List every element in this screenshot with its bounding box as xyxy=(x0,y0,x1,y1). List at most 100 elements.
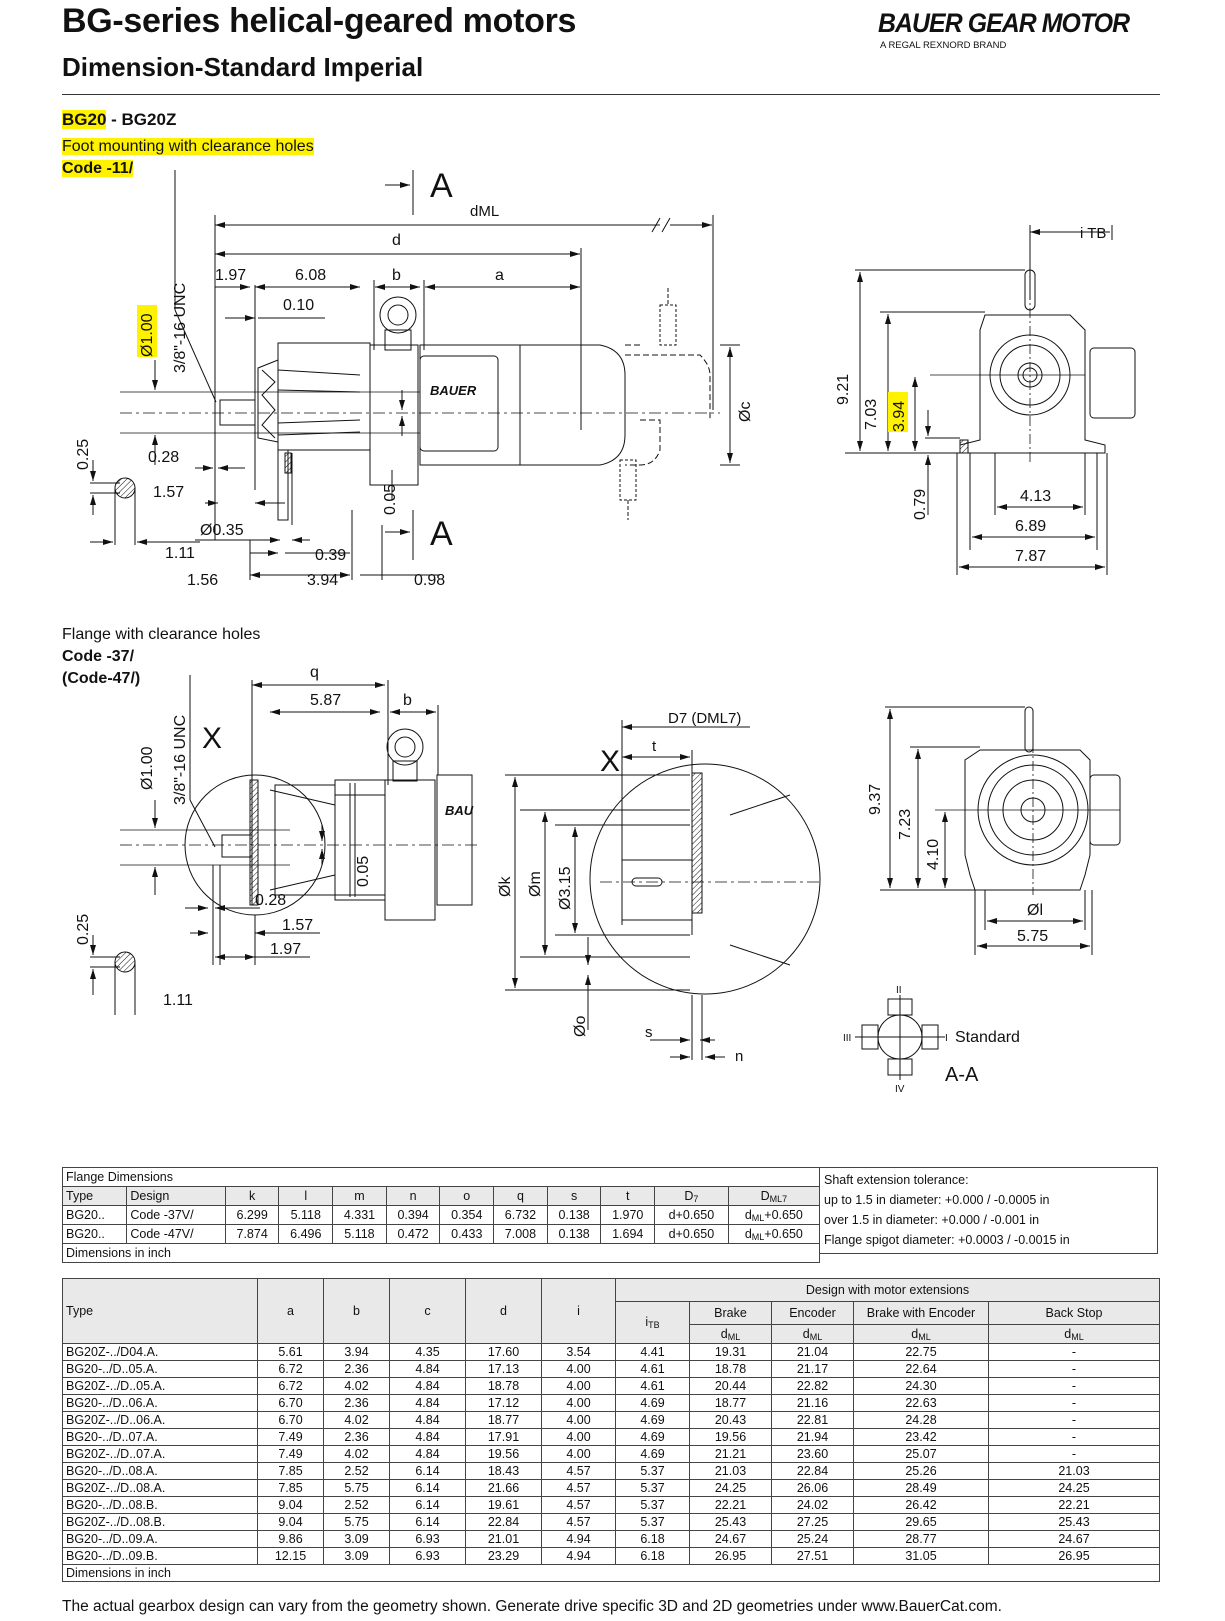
detail-x-marker: X xyxy=(202,722,222,755)
brand-logo: BAUER GEAR MOTOR xyxy=(878,8,1130,38)
brand-tagline: A REGAL REXNORD BRAND xyxy=(880,40,1007,51)
table-cell: 4.69 xyxy=(615,1411,690,1429)
table-cell: 0.138 xyxy=(546,1224,602,1244)
table-cell: BG20Z-../D..06.A. xyxy=(62,1411,258,1429)
foot-mount-code: Code -11/ xyxy=(62,160,134,177)
dims-table-note: Dimensions in inch xyxy=(62,1564,1160,1582)
table-cell: 24.25 xyxy=(988,1479,1160,1497)
flange-table-header: Type Design k l m n o q s t D7 DML7 xyxy=(61,1186,821,1206)
table-cell: 19.56 xyxy=(465,1445,542,1463)
flange-table-title: Flange Dimensions xyxy=(62,1167,820,1187)
table-cell: 4.57 xyxy=(541,1496,616,1514)
dim-1-11-flange: 1.11 xyxy=(163,992,193,1009)
table-cell: 4.00 xyxy=(541,1428,616,1446)
model-secondary: BG20Z xyxy=(121,110,177,129)
dim-4-10: 4.10 xyxy=(925,839,942,870)
table-cell: 7.85 xyxy=(257,1479,324,1497)
table-cell: 22.21 xyxy=(988,1496,1160,1514)
dim-1-97-flange: 1.97 xyxy=(270,941,301,958)
dim-m: Øm xyxy=(527,871,544,897)
table-cell: 5.37 xyxy=(615,1513,690,1531)
dim-9-21: 9.21 xyxy=(835,374,852,405)
table-cell: BG20-../D..08.B. xyxy=(62,1496,258,1514)
table-cell: 31.05 xyxy=(853,1547,989,1565)
position-standard-label: Standard xyxy=(955,1029,1020,1046)
dim-5-87: 5.87 xyxy=(310,692,341,709)
table-cell: - xyxy=(988,1360,1160,1378)
flange-table-note: Dimensions in inch xyxy=(62,1243,820,1263)
page-subtitle: Dimension-Standard Imperial xyxy=(62,52,424,82)
table-cell: 9.04 xyxy=(257,1496,324,1514)
dim-0-28: 0.28 xyxy=(148,449,179,466)
table-cell: 5.75 xyxy=(323,1479,390,1497)
table-cell: 6.299 xyxy=(224,1205,280,1225)
table-cell: 4.00 xyxy=(541,1360,616,1378)
table-cell: - xyxy=(988,1411,1160,1429)
table-cell: 5.61 xyxy=(257,1343,324,1361)
table-cell: 21.03 xyxy=(689,1462,772,1480)
table-cell: 4.84 xyxy=(389,1445,466,1463)
table-cell: BG20Z-../D04.A. xyxy=(62,1343,258,1361)
table-cell: 4.84 xyxy=(389,1377,466,1395)
dim-itb: i TB xyxy=(1080,225,1106,242)
table-cell: 24.28 xyxy=(853,1411,989,1429)
table-cell: 20.43 xyxy=(689,1411,772,1429)
dim-d: d xyxy=(392,232,401,249)
dim-a: a xyxy=(495,267,504,284)
table-cell: 22.64 xyxy=(853,1360,989,1378)
dim-1-11: 1.11 xyxy=(165,545,195,562)
table-cell: 21.94 xyxy=(771,1428,854,1446)
table-cell: 4.57 xyxy=(541,1513,616,1531)
header-itb: iTB xyxy=(615,1301,690,1344)
table-cell: 24.02 xyxy=(771,1496,854,1514)
table-cell: 6.14 xyxy=(389,1462,466,1480)
table-cell: 12.15 xyxy=(257,1547,324,1565)
position-iv: IV xyxy=(895,1084,905,1095)
dim-n: n xyxy=(735,1048,743,1065)
flange-mount-drawing: X q 5.87 b Ø1.00 3/8"-16 UNC 0.05 0.28 1… xyxy=(75,665,1121,1095)
flange-dimensions-table: Flange Dimensions Type Design k l m n o … xyxy=(61,1167,821,1263)
table-cell: 7.49 xyxy=(257,1445,324,1463)
header-encoder: Encoder xyxy=(771,1301,854,1325)
table-cell: 5.118 xyxy=(332,1224,387,1244)
dim-9-37: 9.37 xyxy=(867,784,884,815)
table-cell: - xyxy=(988,1428,1160,1446)
dim-7-23: 7.23 xyxy=(897,809,914,840)
dim-0-05: 0.05 xyxy=(382,484,399,515)
header-d: d xyxy=(465,1278,542,1344)
dim-0-28-flange: 0.28 xyxy=(255,892,286,909)
header-a: a xyxy=(257,1278,324,1344)
header-d7: D7 xyxy=(654,1186,729,1206)
table-cell: BG20-../D..07.A. xyxy=(62,1428,258,1446)
table-cell: 6.732 xyxy=(493,1205,548,1225)
table-cell: 4.00 xyxy=(541,1445,616,1463)
dim-c: Øc xyxy=(737,402,754,422)
table-cell: BG20-../D..06.A. xyxy=(62,1394,258,1412)
table-cell: 25.24 xyxy=(771,1530,854,1548)
dimensions-table: Type a b c d i Design with motor extensi… xyxy=(62,1278,1160,1582)
table-cell: 4.84 xyxy=(389,1428,466,1446)
header-divider xyxy=(62,94,1160,95)
table-cell: 3.09 xyxy=(323,1547,390,1565)
table-cell: d+0.650 xyxy=(654,1205,729,1225)
table-cell: 4.69 xyxy=(615,1445,690,1463)
flange-mount-code: Code -37/ xyxy=(62,648,135,665)
table-cell: 0.433 xyxy=(439,1224,495,1244)
table-cell: 4.57 xyxy=(541,1479,616,1497)
table-cell: 6.93 xyxy=(389,1530,466,1548)
dim-3-94-bottom: 3.94 xyxy=(307,572,338,589)
table-cell: 9.86 xyxy=(257,1530,324,1548)
dim-1-57: 1.57 xyxy=(153,484,184,501)
dim-0-10: 0.10 xyxy=(283,297,314,314)
table-cell: 28.49 xyxy=(853,1479,989,1497)
table-cell: 6.93 xyxy=(389,1547,466,1565)
table-cell: 25.26 xyxy=(853,1462,989,1480)
table-cell: 22.21 xyxy=(689,1496,772,1514)
table-cell: BG20.. xyxy=(61,1224,128,1244)
header-i: i xyxy=(541,1278,616,1344)
tolerance-line-2: over 1.5 in diameter: +0.000 / -0.001 in xyxy=(824,1213,1040,1227)
dim-6-89: 6.89 xyxy=(1015,518,1046,535)
